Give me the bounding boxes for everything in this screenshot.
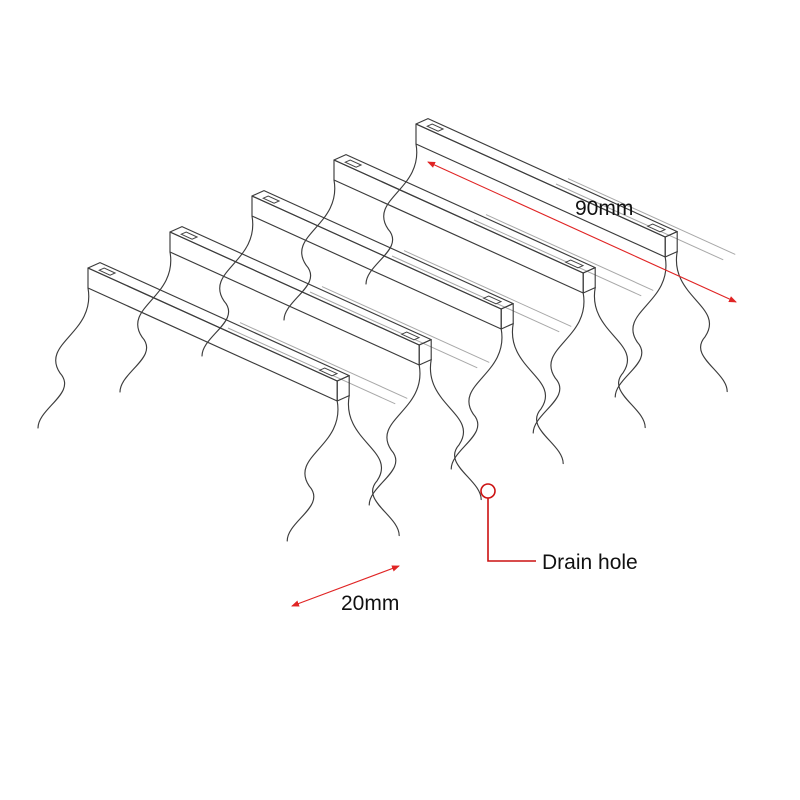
panel-front-face	[87, 267, 338, 402]
drain-hole-leader	[487, 498, 536, 562]
panel-front-face	[169, 231, 420, 366]
panel-top-face	[415, 118, 678, 238]
panel-leg	[511, 323, 564, 465]
panel-leg	[532, 292, 585, 434]
width-dimension-line	[291, 565, 400, 607]
width-dimension: 20mm	[291, 565, 400, 615]
joint-slot	[425, 123, 445, 132]
divider-panels	[37, 118, 736, 542]
joint-slot	[343, 159, 363, 168]
hidden-base-edge	[473, 219, 642, 297]
joint-slot	[261, 195, 281, 204]
panel-leg	[283, 179, 336, 321]
panel-leg	[675, 251, 728, 393]
width-dimension-label: 20mm	[341, 592, 399, 615]
panel-end-face	[418, 339, 432, 366]
drain-hole-callout: Drain hole	[480, 483, 638, 574]
joint-slot	[400, 331, 421, 341]
panel-end-face	[500, 303, 514, 330]
panel-top-face	[333, 154, 596, 274]
panel-end-face	[664, 231, 678, 258]
panel-leg	[119, 251, 172, 393]
hidden-base-edge	[239, 322, 408, 399]
panel-leg	[201, 215, 254, 357]
panel-leg	[450, 328, 503, 470]
drain-hole-label: Drain hole	[542, 551, 638, 574]
hidden-base-edge	[309, 291, 478, 369]
joint-slot	[97, 267, 117, 276]
panel-front-face	[251, 195, 502, 330]
drain-hole-marker	[480, 483, 496, 499]
hidden-base-edge	[391, 255, 560, 333]
panel-leg	[37, 287, 90, 429]
panel-leg	[365, 143, 418, 285]
divider-panel	[37, 262, 408, 542]
panel-leg	[593, 287, 646, 429]
panel-leg	[429, 359, 482, 501]
panel-front-face	[333, 159, 584, 294]
panel-leg	[286, 400, 339, 542]
hidden-base-edge	[403, 250, 572, 327]
panel-front-face	[415, 123, 666, 258]
joint-slot	[318, 367, 339, 377]
panel-leg	[347, 395, 400, 537]
hidden-base-edge	[321, 286, 490, 363]
panel-leg	[614, 256, 667, 398]
length-dimension: 90mm	[427, 161, 737, 303]
panel-end-face	[336, 375, 350, 402]
length-dimension-label: 90mm	[575, 197, 633, 220]
length-dimension-line	[427, 161, 737, 303]
panel-leg	[368, 364, 421, 506]
hidden-base-edge	[227, 327, 396, 405]
panel-end-face	[582, 267, 596, 294]
divider-panel	[119, 226, 490, 506]
hidden-base-edge	[555, 183, 724, 261]
joint-slot	[179, 231, 199, 240]
panel-top-face	[251, 190, 514, 310]
